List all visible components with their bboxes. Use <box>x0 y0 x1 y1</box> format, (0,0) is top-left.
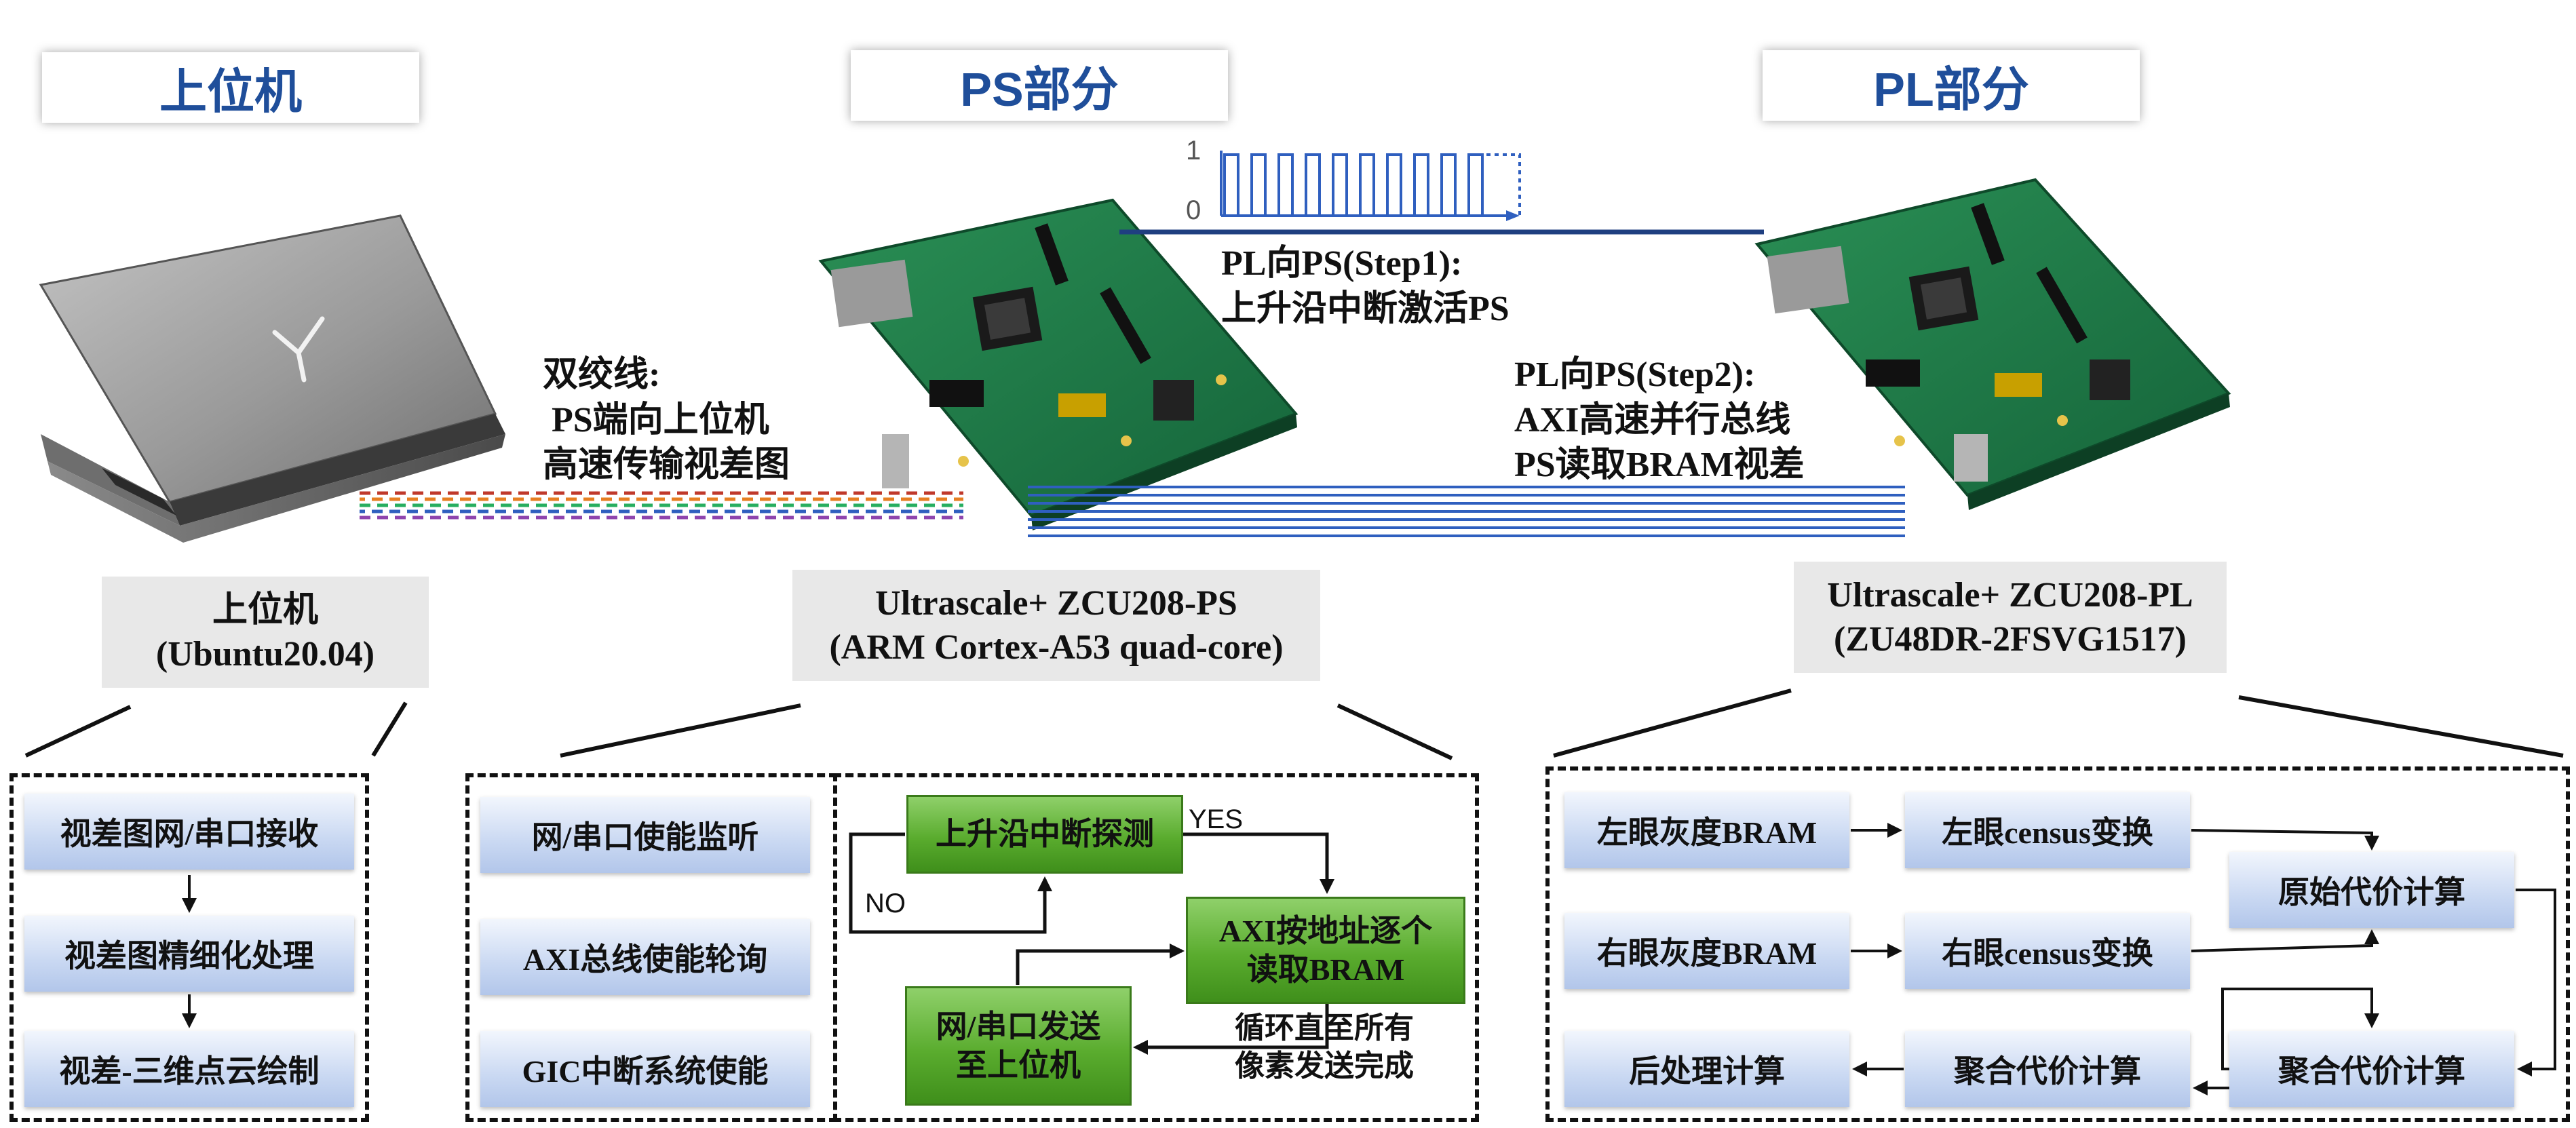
ps-init-axi-label: AXI总线使能轮询 <box>522 942 768 977</box>
ps-header: PS部分 <box>851 50 1228 121</box>
pl-caption-text: Ultrascale+ ZCU208-PL (ZU48DR-2FSVG1517) <box>1827 576 2193 659</box>
pl-left-bram-label: 左眼灰度BRAM <box>1596 815 1818 850</box>
pl-left-bram: 左眼灰度BRAM <box>1564 792 1849 868</box>
ps-header-text: PS部分 <box>960 62 1119 116</box>
ps-init-net-serial: 网/串口使能监听 <box>480 797 810 873</box>
ps-flow-loop-label: 循环直至所有 像素发送完成 <box>1235 1011 1414 1083</box>
twisted-pair-wires <box>360 491 963 520</box>
host-steps-box <box>9 773 369 1122</box>
pl-raw-cost: 原始代价计算 <box>2229 852 2514 928</box>
pl-post-process-label: 后处理计算 <box>1629 1054 1785 1089</box>
pl-left-census: 左眼census变换 <box>1905 792 2190 868</box>
host-caption: 上位机 (Ubuntu20.04) <box>102 577 429 688</box>
host-step-pointcloud-label: 视差-三维点云绘制 <box>59 1054 320 1089</box>
host-step-receive: 视差图网/串口接收 <box>24 794 354 870</box>
ps-flow-box <box>833 773 1479 1122</box>
pl-post-process: 后处理计算 <box>1564 1031 1849 1107</box>
pl-right-bram: 右眼灰度BRAM <box>1564 913 1849 989</box>
host-step-refine-label: 视差图精细化处理 <box>64 939 314 973</box>
pl-agg-cost-mid: 聚合代价计算 <box>1905 1031 2190 1107</box>
pl-right-census-label: 右眼census变换 <box>1942 936 2153 971</box>
signal-low-label: 0 <box>1186 195 1202 225</box>
ps-board-icon <box>818 198 1299 530</box>
square-wave-signal <box>1220 151 1521 221</box>
host-header-text: 上位机 <box>159 64 302 118</box>
pl-agg-cost-right: 聚合代价计算 <box>2229 1031 2514 1107</box>
ps-flow-detect-label: 上升沿中断探测 <box>936 817 1154 852</box>
ps-init-axi: AXI总线使能轮询 <box>480 919 810 995</box>
ps-flow-send-label: 网/串口发送 至上位机 <box>936 1009 1101 1083</box>
ps-caption: Ultrascale+ ZCU208-PS (ARM Cortex-A53 qu… <box>792 570 1320 681</box>
twisted-pair-annotation: 双绞线: PS端向上位机 高速传输视差图 <box>543 355 790 485</box>
host-header: 上位机 <box>42 52 419 123</box>
host-step-refine: 视差图精细化处理 <box>24 916 354 992</box>
pl-agg-cost-right-label: 聚合代价计算 <box>2278 1054 2465 1089</box>
ps-flow-read: AXI按地址逐个 读取BRAM <box>1186 897 1465 1004</box>
pl-left-census-label: 左眼census变换 <box>1942 815 2153 850</box>
ps-init-gic-label: GIC中断系统使能 <box>522 1054 769 1089</box>
pl-agg-cost-mid-label: 聚合代价计算 <box>1954 1054 2141 1089</box>
step2-annotation: PL向PS(Step2): AXI高速并行总线 PS读取BRAM视差 <box>1514 355 1805 485</box>
pl-board-icon <box>1754 178 2231 510</box>
pl-header: PL部分 <box>1763 50 2140 121</box>
ps-caption-text: Ultrascale+ ZCU208-PS (ARM Cortex-A53 qu… <box>829 584 1284 667</box>
step1-annotation: PL向PS(Step1): 上升沿中断激活PS <box>1221 244 1510 328</box>
pl-raw-cost-label: 原始代价计算 <box>2278 875 2465 910</box>
host-step-pointcloud: 视差-三维点云绘制 <box>24 1031 354 1107</box>
signal-high-label: 1 <box>1186 136 1202 166</box>
pl-right-census: 右眼census变换 <box>1905 913 2190 989</box>
axi-bus-lines <box>1028 486 1905 537</box>
host-caption-text: 上位机 (Ubuntu20.04) <box>155 591 375 674</box>
host-step-receive-label: 视差图网/串口接收 <box>60 817 319 851</box>
pl-flow-box <box>1545 766 2570 1122</box>
ps-flow-send: 网/串口发送 至上位机 <box>905 986 1132 1106</box>
pl-caption: Ultrascale+ ZCU208-PL (ZU48DR-2FSVG1517) <box>1794 562 2227 673</box>
pl-right-bram-label: 右眼灰度BRAM <box>1596 936 1818 971</box>
ps-flow-yes-label: YES <box>1189 804 1244 834</box>
pl-flow-arrows <box>1851 823 2556 1095</box>
ps-flow-detect: 上升沿中断探测 <box>906 795 1183 874</box>
ps-init-gic: GIC中断系统使能 <box>480 1031 810 1107</box>
ps-flow-no-label: NO <box>865 889 906 918</box>
ps-init-net-serial-label: 网/串口使能监听 <box>531 820 759 855</box>
ps-flow-read-label: AXI按地址逐个 读取BRAM <box>1218 913 1433 988</box>
laptop-icon <box>39 214 505 543</box>
ps-flow-arrows <box>849 832 1334 1055</box>
pl-header-text: PL部分 <box>1873 62 2029 116</box>
callout-lines <box>24 688 2564 760</box>
